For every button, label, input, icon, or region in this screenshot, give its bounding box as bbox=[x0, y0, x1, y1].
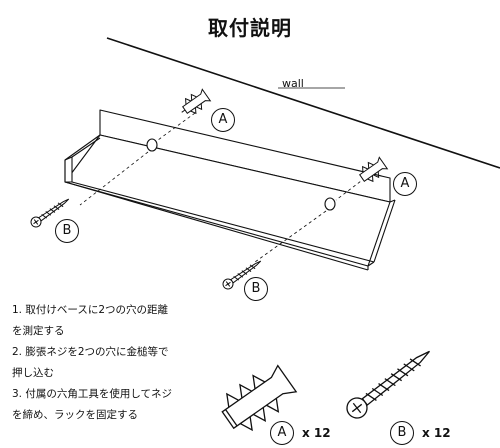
step-line: 2. 膨張ネジを2つの穴に金槌等で bbox=[12, 346, 169, 358]
step-line: を締め、ラックを固定する bbox=[12, 409, 138, 421]
screw-part-icon bbox=[346, 350, 430, 419]
label-b-left: B bbox=[55, 219, 79, 243]
anchor-icon bbox=[181, 88, 212, 115]
label-a-top: A bbox=[211, 108, 235, 132]
anchor-part-icon bbox=[221, 364, 298, 432]
anchor-icon bbox=[359, 156, 389, 183]
instruction-steps: 1. 取付けベースに2つの穴の距離 を測定する 2. 膨張ネジを2つの穴に金槌等… bbox=[12, 300, 227, 426]
step-line: を測定する bbox=[12, 325, 65, 337]
part-a-qty: x 12 bbox=[302, 426, 331, 440]
wall-label: wall bbox=[282, 77, 304, 90]
part-b-qty: x 12 bbox=[422, 426, 451, 440]
wall-line bbox=[106, 37, 500, 169]
hole-right bbox=[324, 197, 336, 211]
shelf bbox=[64, 109, 396, 271]
part-b-label: B bbox=[390, 421, 414, 445]
step-line: 3. 付属の六角工具を使用してネジ bbox=[12, 388, 173, 400]
label-a-right: A bbox=[393, 172, 417, 196]
part-a-label: A bbox=[270, 421, 294, 445]
step-line: 押し込む bbox=[12, 367, 54, 379]
step-line: 1. 取付けベースに2つの穴の距離 bbox=[12, 304, 169, 316]
label-b-bottom: B bbox=[244, 277, 268, 301]
screw-icon bbox=[30, 198, 70, 228]
page-title: 取付説明 bbox=[208, 16, 292, 40]
hole-left bbox=[146, 138, 158, 152]
screw-icon bbox=[222, 260, 262, 290]
